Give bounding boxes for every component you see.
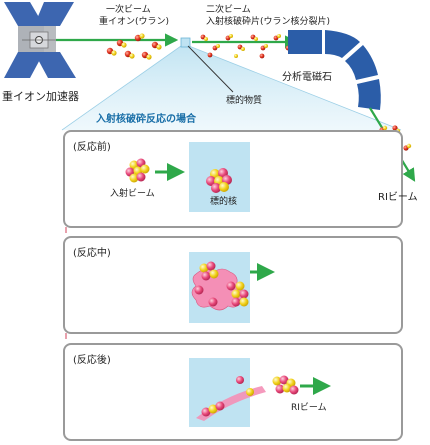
ri-beam-label: RIビーム xyxy=(378,192,418,203)
secondary-beam-particles xyxy=(200,34,291,59)
target-nucleus-label: 標的核 xyxy=(210,197,238,207)
primary-beam-label: 一次ビーム xyxy=(106,5,151,15)
target-pointer-line xyxy=(187,45,234,93)
panel-after-reaction: (反応後) xyxy=(63,343,403,441)
primary-beam-label-2: 重イオン(ウラン) xyxy=(99,17,170,27)
panel-during-reaction: (反応中) xyxy=(63,236,403,334)
target-box xyxy=(180,37,191,48)
target-material-label: 標的物質 xyxy=(226,96,263,106)
panel-before-reaction: (反応前) xyxy=(63,130,403,228)
panel-title: (反応前) xyxy=(73,142,111,153)
ri-beam-panel-label: RIビーム xyxy=(291,403,327,413)
primary-beam-particles xyxy=(106,33,162,60)
reaction-heading: 入射核破砕反応の場合 xyxy=(96,114,196,125)
secondary-beam-label: 二次ビーム xyxy=(206,5,251,15)
zoom-cone xyxy=(61,45,402,131)
magnet-label: 分析電磁石 xyxy=(282,72,332,83)
incoming-beam-label: 入射ビーム xyxy=(110,189,155,199)
accelerator-icon xyxy=(4,2,76,78)
secondary-beam-label-2: 入射核破砕片(ウラン核分裂片) xyxy=(206,17,331,27)
magnet-icon xyxy=(288,30,381,110)
panel-title: (反応中) xyxy=(73,248,111,259)
accelerator-label: 重イオン加速器 xyxy=(2,90,79,103)
panel-title: (反応後) xyxy=(73,355,111,366)
